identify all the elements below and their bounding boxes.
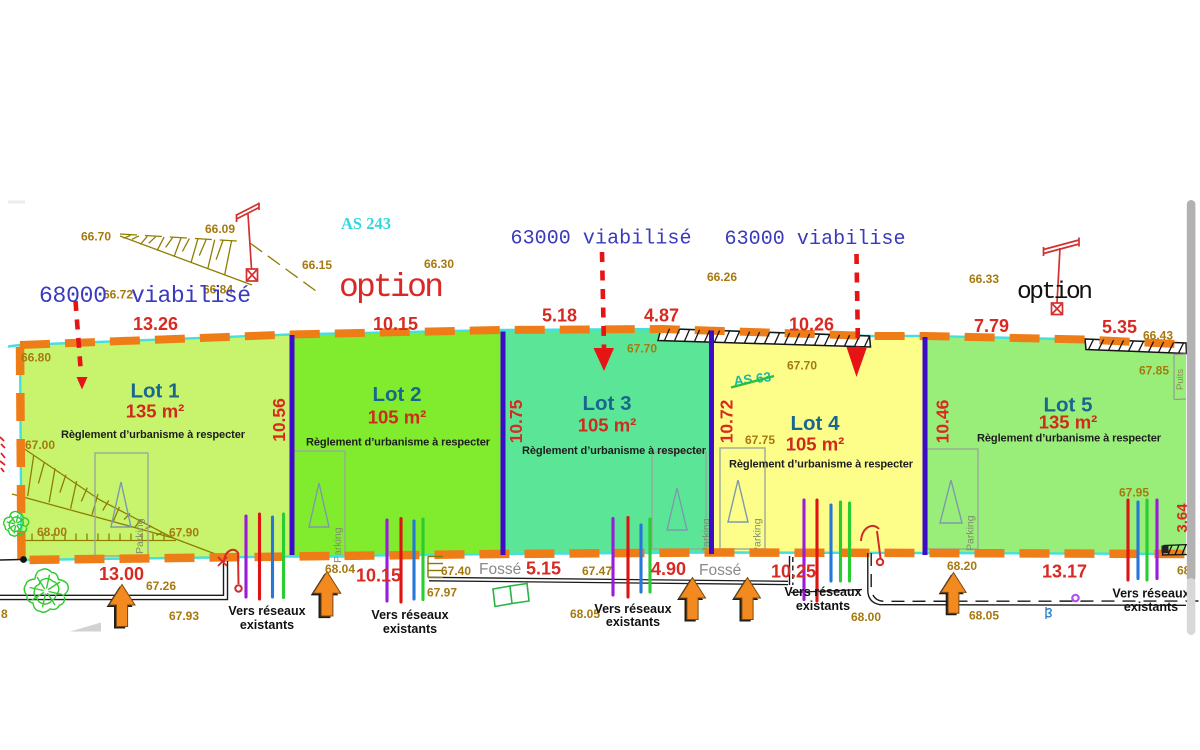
svg-text:Parking: Parking: [752, 518, 764, 554]
svg-text:66.33: 66.33: [969, 272, 999, 286]
svg-text:5.18: 5.18: [542, 306, 577, 326]
svg-text:68.04: 68.04: [325, 562, 355, 576]
svg-text:Vers réseaux: Vers réseaux: [594, 602, 671, 616]
svg-text:67.95: 67.95: [1119, 486, 1149, 500]
svg-text:68.20: 68.20: [947, 559, 977, 573]
svg-text:105 m²: 105 m²: [578, 415, 637, 436]
svg-text:10.72: 10.72: [717, 399, 737, 443]
svg-text:67.40: 67.40: [441, 564, 471, 578]
svg-text:Règlement d’urbanisme à respec: Règlement d’urbanisme à respecter: [522, 445, 707, 457]
svg-text:Vers réseaux: Vers réseaux: [784, 585, 861, 599]
svg-text:5.15: 5.15: [526, 559, 561, 579]
svg-text:68000: 68000: [39, 283, 107, 309]
svg-text:66.26: 66.26: [707, 270, 737, 284]
svg-text:Fossé: Fossé: [479, 561, 521, 578]
svg-text:67.47: 67.47: [582, 564, 612, 578]
svg-text:105 m²: 105 m²: [368, 407, 427, 428]
svg-text:66.43: 66.43: [1143, 329, 1173, 343]
svg-text:67.90: 67.90: [169, 526, 199, 540]
svg-text:67.00: 67.00: [25, 438, 55, 452]
svg-text:10.26: 10.26: [789, 315, 834, 335]
svg-text:Vers réseaux: Vers réseaux: [1112, 587, 1189, 601]
svg-text:10.75: 10.75: [506, 399, 526, 443]
svg-text:67.93: 67.93: [169, 609, 199, 623]
svg-text:Vers réseaux: Vers réseaux: [371, 608, 448, 622]
svg-text:13.26: 13.26: [133, 314, 178, 334]
svg-text:10.15: 10.15: [356, 566, 401, 586]
svg-text:66.15: 66.15: [302, 258, 332, 272]
svg-text:67.75: 67.75: [745, 433, 775, 447]
svg-text:Lot 1: Lot 1: [131, 380, 180, 403]
svg-text:68.05: 68.05: [969, 609, 999, 623]
svg-text:67.85: 67.85: [1139, 364, 1169, 378]
svg-text:Lot 5: Lot 5: [1044, 394, 1093, 417]
svg-text:existants: existants: [606, 615, 660, 629]
svg-text:4.90: 4.90: [651, 559, 686, 579]
svg-text:existants: existants: [383, 622, 437, 636]
svg-text:Règlement d’urbanisme à respec: Règlement d’urbanisme à respecter: [61, 429, 246, 441]
svg-text:5.35: 5.35: [1102, 317, 1137, 337]
svg-text:67.26: 67.26: [146, 579, 176, 593]
svg-text:Vers réseaux: Vers réseaux: [228, 604, 305, 618]
svg-text:Lot 3: Lot 3: [583, 392, 632, 415]
svg-text:viabilisé: viabilisé: [131, 283, 251, 309]
svg-text:66.09: 66.09: [205, 222, 235, 236]
svg-text:67.70: 67.70: [627, 342, 657, 356]
svg-text:66.70: 66.70: [81, 230, 111, 244]
svg-text:63000 viabilisé: 63000 viabilisé: [511, 228, 692, 251]
svg-text:66.72: 66.72: [103, 288, 133, 302]
svg-text:Règlement d’urbanisme à respec: Règlement d’urbanisme à respecter: [729, 459, 914, 471]
svg-text:10.56: 10.56: [269, 398, 289, 442]
svg-text:13.17: 13.17: [1042, 562, 1087, 582]
svg-text:10.15: 10.15: [373, 314, 418, 334]
svg-text:Puits: Puits: [1175, 369, 1186, 390]
svg-text:Lot 4: Lot 4: [791, 412, 841, 435]
svg-text:135 m²: 135 m²: [1039, 412, 1098, 433]
svg-text:67.70: 67.70: [787, 359, 817, 373]
svg-text:10.25: 10.25: [771, 562, 816, 582]
svg-text:63000 viabilise: 63000 viabilise: [725, 228, 906, 251]
svg-text:8: 8: [1, 607, 8, 621]
svg-text:68.05: 68.05: [570, 607, 600, 621]
svg-text:67.97: 67.97: [427, 586, 457, 600]
svg-text:Fossé: Fossé: [699, 562, 741, 579]
svg-text:existants: existants: [796, 599, 850, 613]
svg-text:Parking: Parking: [134, 518, 146, 554]
svg-text:105 m²: 105 m²: [786, 434, 845, 455]
svg-text:option: option: [339, 269, 444, 306]
svg-text:Lot 2: Lot 2: [373, 383, 422, 406]
svg-text:3.64: 3.64: [1174, 503, 1191, 533]
svg-text:68.00: 68.00: [37, 525, 67, 539]
svg-text:4.87: 4.87: [644, 306, 679, 326]
svg-text:66.84: 66.84: [203, 283, 233, 297]
svg-text:7.79: 7.79: [974, 316, 1009, 336]
svg-text:Parking: Parking: [332, 527, 344, 563]
svg-text:existants: existants: [240, 618, 294, 632]
svg-text:66.80: 66.80: [21, 351, 51, 365]
svg-text:13.00: 13.00: [99, 564, 144, 584]
svg-text:66.30: 66.30: [424, 257, 454, 271]
svg-text:Règlement d’urbanisme à respec: Règlement d’urbanisme à respecter: [306, 437, 491, 449]
svg-text:option: option: [1017, 279, 1093, 306]
svg-text:Parking: Parking: [965, 515, 977, 551]
svg-text:10.46: 10.46: [933, 399, 953, 443]
svg-text:Règlement d’urbanisme à respec: Règlement d’urbanisme à respecter: [977, 433, 1162, 445]
svg-text:AS 243: AS 243: [341, 214, 391, 233]
svg-text:68.00: 68.00: [851, 610, 881, 624]
svg-text:existants: existants: [1124, 600, 1178, 614]
svg-text:135 m²: 135 m²: [126, 401, 185, 422]
